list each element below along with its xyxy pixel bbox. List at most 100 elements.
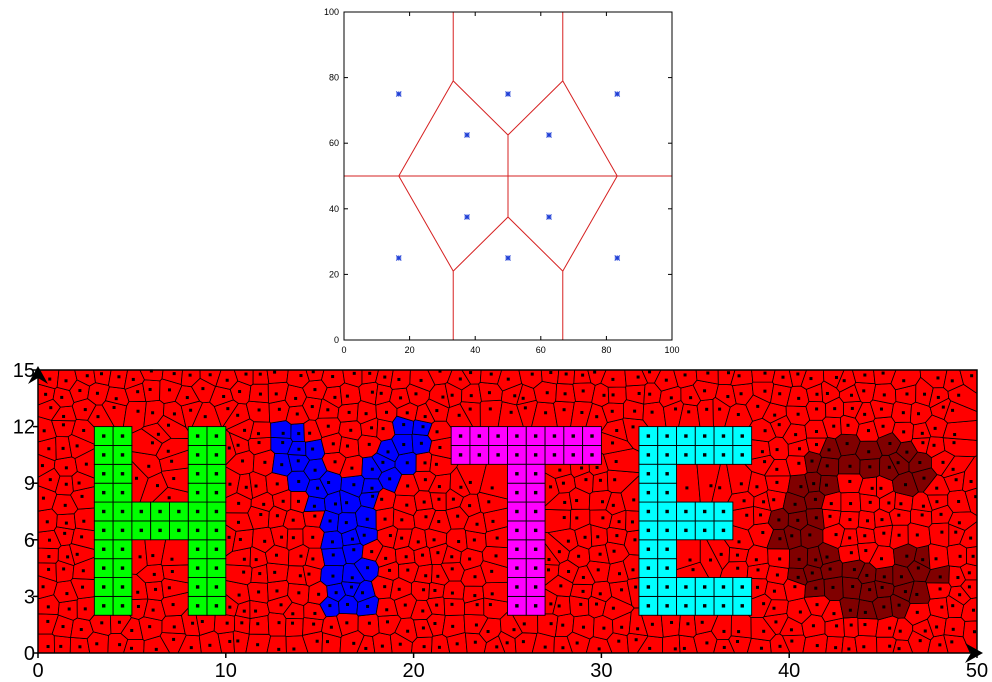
site-dot — [814, 586, 818, 590]
site-dot — [236, 520, 240, 524]
site-dot — [646, 585, 651, 589]
site-dot — [331, 553, 335, 557]
voronoi-cell — [252, 369, 270, 385]
voronoi-cell — [788, 545, 809, 570]
site-dot — [291, 621, 295, 625]
site-dot — [298, 574, 302, 578]
site-dot — [433, 588, 437, 592]
site-dot — [291, 518, 295, 522]
site-dot — [46, 645, 50, 649]
site-dot — [172, 372, 176, 376]
site-dot — [611, 393, 615, 397]
site-dot — [951, 604, 955, 608]
site-dot — [515, 528, 519, 533]
site-dot — [832, 424, 836, 428]
voronoi-cell — [751, 369, 776, 383]
site-dot — [273, 370, 277, 374]
site-dot — [189, 646, 193, 650]
site-dot — [313, 388, 317, 392]
site-dot — [328, 519, 332, 523]
site-dot — [172, 625, 176, 629]
x-tick-label: 20 — [402, 660, 424, 682]
site-dot — [350, 576, 354, 580]
site-dot — [829, 502, 833, 506]
site-dot — [506, 377, 510, 381]
site-dot — [684, 604, 688, 608]
site-dot — [897, 533, 901, 537]
site-dot — [458, 453, 463, 457]
site-dot — [561, 623, 565, 627]
site-dot — [80, 494, 84, 498]
site-dot — [280, 463, 284, 467]
voronoi-cell — [355, 505, 377, 530]
site-dot — [615, 428, 619, 432]
site-dot — [423, 415, 427, 419]
site-dot — [505, 641, 509, 645]
site-dot — [423, 478, 427, 482]
site-dot — [120, 566, 125, 570]
site-dot — [400, 518, 404, 522]
site-dot — [275, 514, 279, 518]
site-dot — [383, 517, 387, 521]
site-dot — [495, 536, 499, 540]
site-dot — [281, 441, 285, 445]
site-dot — [435, 603, 439, 607]
site-dot — [477, 434, 482, 438]
site-dot — [280, 535, 284, 539]
site-dot — [244, 485, 248, 489]
site-dot — [82, 519, 86, 523]
site-dot — [316, 486, 320, 490]
y-tick-label: 80 — [329, 73, 339, 83]
site-dot — [345, 394, 349, 398]
site-dot — [922, 476, 926, 480]
site-dot — [422, 645, 426, 649]
site-dot — [834, 646, 838, 650]
site-dot — [83, 408, 87, 412]
site-dot — [95, 642, 99, 646]
site-dot — [596, 535, 600, 539]
site-dot — [630, 520, 634, 524]
site-dot — [156, 432, 160, 436]
y-tick-label: 15 — [13, 360, 35, 382]
site-dot — [810, 459, 814, 463]
site-dot — [291, 536, 295, 540]
site-dot — [277, 621, 281, 625]
site-dot — [646, 434, 651, 438]
site-dot — [172, 477, 176, 481]
site-dot — [674, 407, 678, 411]
data-point — [505, 255, 511, 261]
site-dot — [117, 620, 121, 624]
site-dot — [370, 550, 374, 554]
site-dot — [47, 538, 51, 542]
site-dot — [721, 509, 726, 514]
site-dot — [581, 625, 585, 629]
site-dot — [665, 604, 669, 608]
site-dot — [75, 444, 79, 448]
site-dot — [665, 434, 669, 438]
site-dot — [954, 530, 958, 534]
site-dot — [773, 413, 777, 417]
site-dot — [689, 396, 693, 400]
site-dot — [865, 573, 869, 577]
site-dot — [793, 585, 797, 589]
site-dot — [936, 395, 940, 399]
site-dot — [896, 461, 900, 465]
site-dot — [469, 394, 473, 398]
site-dot — [177, 528, 181, 533]
site-dot — [195, 604, 200, 608]
site-dot — [275, 589, 279, 593]
site-dot — [915, 533, 919, 537]
site-dot — [102, 472, 106, 476]
site-dot — [863, 610, 867, 614]
site-dot — [899, 502, 903, 506]
site-dot — [833, 407, 837, 411]
site-dot — [274, 392, 278, 396]
voronoi-cell — [730, 369, 754, 387]
site-dot — [214, 472, 219, 476]
site-dot — [155, 484, 159, 488]
y-tick-label: 12 — [13, 417, 35, 439]
site-dot — [905, 450, 909, 454]
site-dot — [863, 534, 867, 538]
site-dot — [762, 629, 766, 633]
site-dot — [277, 647, 281, 651]
